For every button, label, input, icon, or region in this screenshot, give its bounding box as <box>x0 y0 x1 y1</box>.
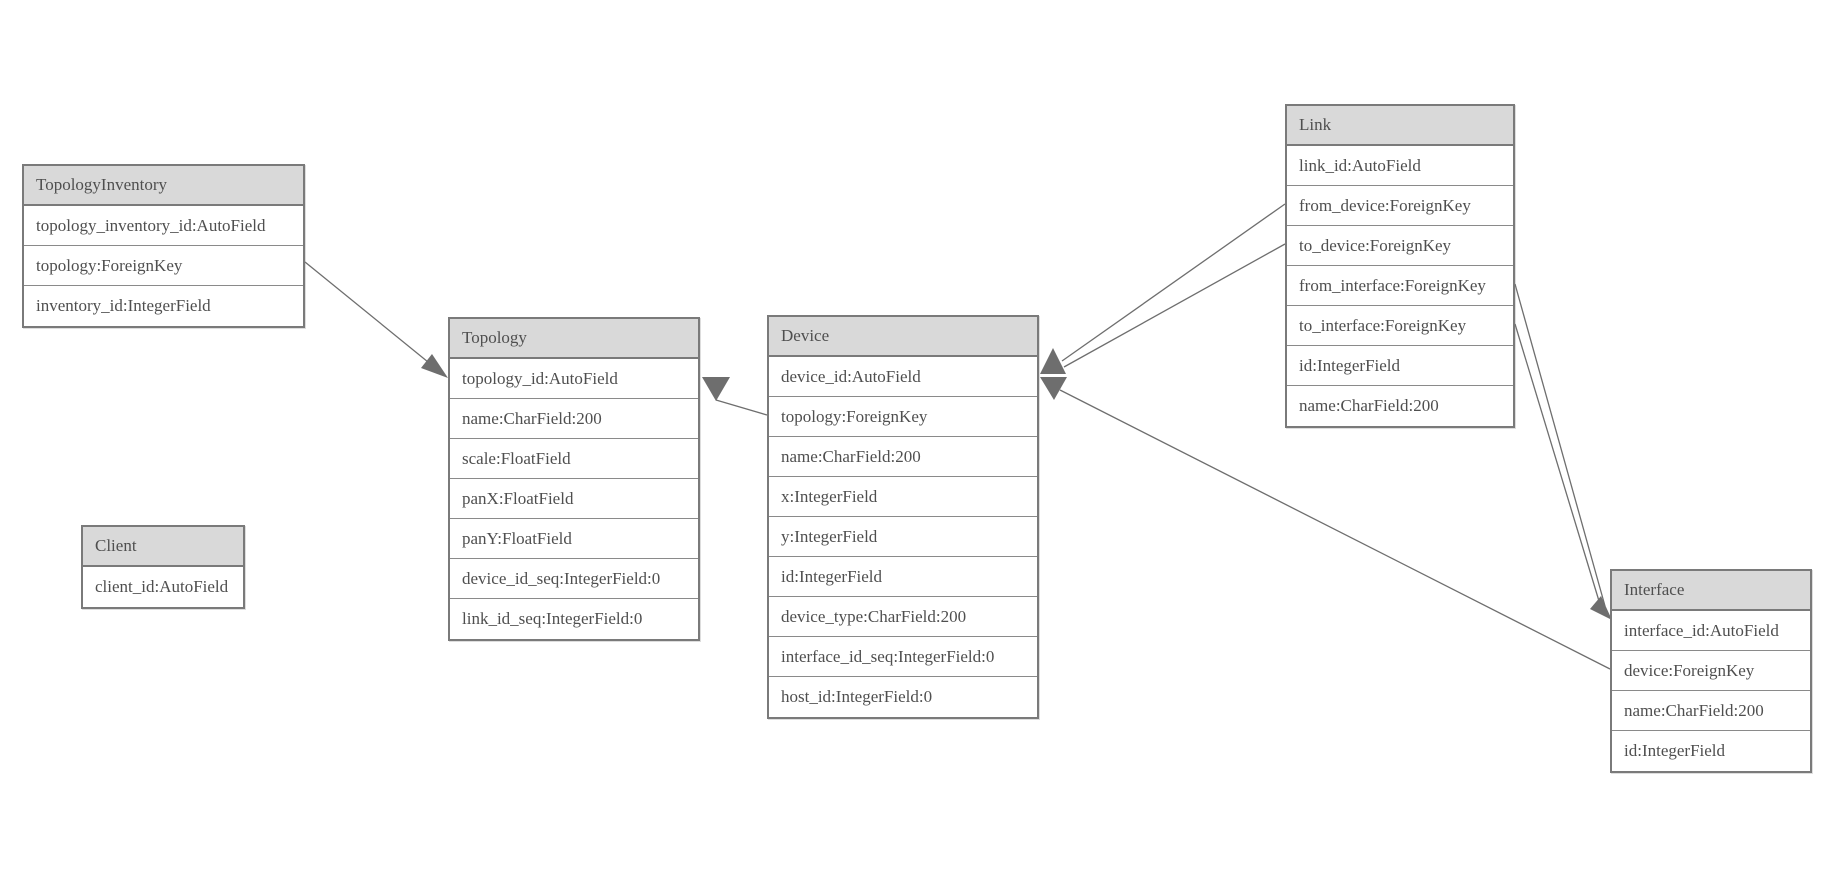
entity-field-row: scale:FloatField <box>450 439 698 479</box>
arrowhead-device-topology <box>702 377 730 401</box>
connector-line-topologyinventory-topology <box>304 261 445 376</box>
entity-field-row: id:IntegerField <box>1612 731 1810 771</box>
entity-field-row: name:CharField:200 <box>769 437 1037 477</box>
entity-field-row: name:CharField:200 <box>1612 691 1810 731</box>
connector-line-link-fromdevice-device <box>1061 203 1286 362</box>
entity-field-row: link_id_seq:IntegerField:0 <box>450 599 698 639</box>
entity-field-row: device:ForeignKey <box>1612 651 1810 691</box>
arrowhead-link-tointerface-interface <box>1590 596 1612 620</box>
entity-field-row: interface_id:AutoField <box>1612 611 1810 651</box>
entity-field-row: y:IntegerField <box>769 517 1037 557</box>
entity-field-row: topology_inventory_id:AutoField <box>24 206 303 246</box>
entity-field-row: to_device:ForeignKey <box>1287 226 1513 266</box>
entity-title-interface: Interface <box>1612 571 1810 611</box>
entity-field-row: host_id:IntegerField:0 <box>769 677 1037 717</box>
arrowhead-link-fromdevice-device <box>1040 348 1066 374</box>
entity-field-row: topology_id:AutoField <box>450 359 698 399</box>
entity-field-row: inventory_id:IntegerField <box>24 286 303 326</box>
entity-field-row: id:IntegerField <box>1287 346 1513 386</box>
entity-field-row: name:CharField:200 <box>450 399 698 439</box>
entity-field-row: topology:ForeignKey <box>24 246 303 286</box>
entity-field-row: from_device:ForeignKey <box>1287 186 1513 226</box>
entity-field-row: link_id:AutoField <box>1287 146 1513 186</box>
entity-field-row: id:IntegerField <box>769 557 1037 597</box>
entity-field-row: device_id:AutoField <box>769 357 1037 397</box>
entity-field-row: name:CharField:200 <box>1287 386 1513 426</box>
entity-title-client: Client <box>83 527 243 567</box>
entity-field-row: from_interface:ForeignKey <box>1287 266 1513 306</box>
entity-field-row: client_id:AutoField <box>83 567 243 607</box>
connector-line-interface-device-device <box>1059 389 1611 670</box>
connector-line-device-topology <box>715 399 768 416</box>
arrowhead-topologyinventory-topology <box>421 354 448 378</box>
entity-field-row: panX:FloatField <box>450 479 698 519</box>
entity-title-device: Device <box>769 317 1037 357</box>
entity-field-row: x:IntegerField <box>769 477 1037 517</box>
entity-field-row: topology:ForeignKey <box>769 397 1037 437</box>
entity-title-topology: Topology <box>450 319 698 359</box>
entity-field-row: device_id_seq:IntegerField:0 <box>450 559 698 599</box>
entity-field-row: to_interface:ForeignKey <box>1287 306 1513 346</box>
connector-line-link-frominterface-interface <box>1514 283 1606 607</box>
entity-field-row: interface_id_seq:IntegerField:0 <box>769 637 1037 677</box>
entity-title-topology-inventory: TopologyInventory <box>24 166 303 206</box>
entity-field-row: panY:FloatField <box>450 519 698 559</box>
entity-field-row: device_type:CharField:200 <box>769 597 1037 637</box>
arrowhead-interface-device-device <box>1040 377 1067 400</box>
connector-line-link-todevice-device <box>1063 243 1286 368</box>
connector-line-link-tointerface-interface <box>1514 323 1600 602</box>
entity-title-link: Link <box>1287 106 1513 146</box>
